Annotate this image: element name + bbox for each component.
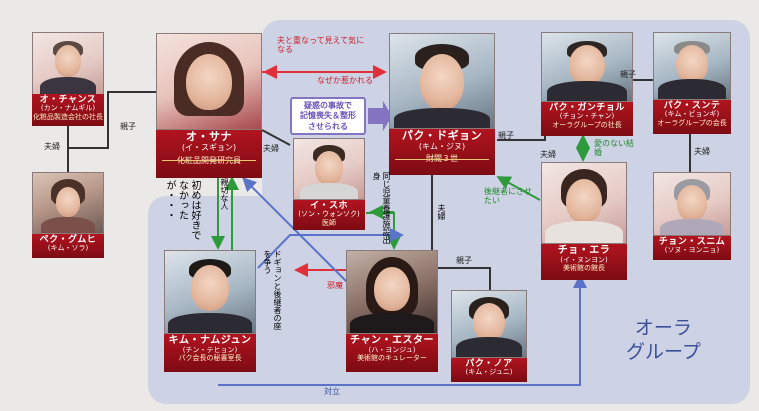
callout-arrow	[368, 101, 392, 131]
reading-park-suntae: (キム・ビョンギ)	[664, 110, 720, 119]
portrait-kim-namjun	[164, 250, 256, 334]
label-fufu-left: 夫婦	[44, 142, 60, 151]
line-sana-suho	[261, 129, 291, 146]
card-oh-sana[interactable]: オ・サナ (イ・スギョン) 化粧品開発研究員	[156, 33, 262, 178]
title-kim-namjun: パク会長の秘書室長	[178, 354, 242, 363]
callout-amnesia: 疑惑の事故で 記憶喪失＆整形 させられる	[290, 97, 366, 135]
card-cho-era[interactable]: チョ・エラ (イ・ヌンヨン) 美術館の館長	[541, 162, 627, 280]
line-ester-noa	[432, 267, 491, 290]
card-chan-ester[interactable]: チャン・エスター (ハ・ヨンジュ) 美術館のキュレーター	[346, 250, 438, 372]
title-park-dogyeong: 財閥３世	[426, 154, 458, 164]
title-i-suho: 医師	[322, 219, 336, 228]
portrait-oh-sana	[156, 33, 262, 130]
reading-oh-sana: (イ・スギョン)	[181, 142, 237, 152]
card-i-suho[interactable]: イ・スホ (ソン・ウォンソク) 医師	[293, 138, 365, 230]
callout-line-1: 疑惑の事故で	[304, 101, 352, 110]
card-park-gangchol[interactable]: パク・ガンチョル (チョン・チャン) オーラグループの社長	[541, 32, 633, 136]
label-sana-attracted: なぜか惹かれる	[317, 76, 373, 85]
aura-group-label: オーラ グループ	[626, 317, 701, 365]
name-park-dogyeong: パク・ドギョン	[401, 129, 483, 142]
name-oh-chang-su: オ・チャンス	[39, 95, 97, 105]
reading-cho-era: (イ・ヌンヨン)	[560, 255, 608, 264]
portrait-i-suho	[293, 138, 365, 200]
reading-park-noa: (キム・ジュニ)	[465, 368, 513, 377]
reading-park-gangchol: (チョン・チャン)	[559, 112, 615, 121]
arrow-era-dogyeong	[496, 176, 541, 201]
portrait-chan-ester	[346, 250, 438, 334]
portrait-oh-chang-su	[32, 32, 104, 96]
card-oh-chang-su[interactable]: オ・チャンス (カン・ナムギル) 化粧品製造会社の社長	[32, 32, 104, 126]
card-park-dogyeong[interactable]: パク・ドギョン (キム・ジヌ) 財閥３世	[389, 33, 495, 175]
label-fufu-right: 夫婦	[694, 147, 710, 156]
callout-line-3: させられる	[308, 121, 348, 131]
label-kind-person: 親切な人	[220, 178, 229, 210]
title-cho-era: 美術館の館長	[563, 264, 605, 273]
portrait-park-noa	[451, 290, 527, 358]
name-park-suntae: パク・スンテ	[663, 101, 721, 111]
card-park-noa[interactable]: パク・ノア (キム・ジュニ)	[451, 290, 527, 382]
portrait-baek-geum-hee	[32, 172, 104, 234]
name-i-suho: イ・スホ	[309, 201, 348, 211]
title-oh-sana: 化粧品開発研究員	[156, 156, 262, 166]
name-chan-ester: チャン・エスター	[350, 335, 434, 346]
line-oyako-sana	[68, 91, 156, 149]
label-opposition: 対立	[324, 387, 340, 396]
reading-baek-geum-hee: (キム・ソラ)	[47, 244, 89, 253]
label-fufu-gangchol-era: 夫婦	[540, 150, 556, 159]
portrait-park-suntae	[653, 32, 731, 100]
arrow-ester-sana	[242, 177, 351, 286]
reading-park-dogyeong: (キム・ジヌ)	[418, 141, 466, 151]
aura-group-line-2: グループ	[626, 340, 701, 363]
card-jeong-sunim[interactable]: チョン・スニム (ソヌ・ヨンニョ)	[653, 172, 731, 260]
title-chan-ester: 美術館のキュレーター	[357, 354, 427, 363]
reading-kim-namjun: (チン・テヒョン)	[182, 345, 238, 354]
name-kim-namjun: キム・ナムジュン	[168, 335, 252, 346]
name-park-gangchol: パク・ガンチョル	[549, 103, 625, 113]
name-jeong-sunim: チョン・スニム	[658, 237, 726, 247]
card-kim-namjun[interactable]: キム・ナムジュン (チン・テヒョン) パク会長の秘書室長	[164, 250, 256, 372]
name-baek-geum-hee: ペク・グムヒ	[39, 235, 97, 245]
label-orphanage: 同じ児童養護施設出身	[372, 172, 391, 244]
name-park-noa: パク・ノア	[465, 359, 513, 369]
title-oh-chang-su: 化粧品製造会社の社長	[33, 113, 103, 122]
arrow-opposition	[218, 274, 587, 386]
portrait-cho-era	[541, 162, 627, 244]
label-dogyeong-misunderstood: 夫と重なって見えて気になる	[277, 36, 365, 55]
label-oyako-noa: 親子	[456, 256, 472, 265]
arrow-namjun-dogyeong	[257, 228, 404, 269]
label-fufu-sana: 夫婦	[263, 144, 279, 153]
card-baek-geum-hee[interactable]: ペク・グムヒ (キム・ソラ)	[32, 172, 104, 258]
reading-jeong-sunim: (ソヌ・ヨンニョ)	[664, 246, 720, 255]
reading-chan-ester: (ハ・ヨンジュ)	[368, 345, 416, 354]
label-rival-successor: ドギョンと後継者の座を争う	[263, 250, 282, 330]
label-oyako-park-top: 親子	[620, 70, 636, 79]
name-cho-era: チョ・エラ	[557, 245, 611, 256]
portrait-park-gangchol	[541, 32, 633, 102]
portrait-jeong-sunim	[653, 172, 731, 236]
title-park-suntae: オーラグループの会長	[657, 119, 727, 128]
label-love-less-marriage: 愛のない結婚	[594, 139, 634, 158]
callout-line-2: 記憶喪失＆整形	[300, 111, 356, 121]
label-want-successor: 後継者にさせたい	[484, 187, 532, 206]
aura-group-line-1: オーラ	[634, 317, 692, 339]
card-park-suntae[interactable]: パク・スンテ (キム・ビョンギ) オーラグループの会長	[653, 32, 731, 134]
portrait-park-dogyeong	[389, 33, 495, 129]
label-oyako-dogyeong: 親子	[498, 131, 514, 140]
label-hindrance: 邪魔	[327, 281, 343, 290]
label-fufu-ester: 夫婦	[437, 204, 446, 220]
name-oh-sana: オ・サナ	[186, 130, 232, 143]
reading-i-suho: (ソン・ウォンソク)	[298, 210, 360, 219]
reading-oh-chang-su: (カン・ナムギル)	[40, 104, 96, 113]
label-oyako-sana: 親子	[120, 122, 136, 131]
title-park-gangchol: オーラグループの社長	[552, 121, 622, 130]
label-not-favored: 初めは好きでなかったが・・・	[164, 180, 200, 240]
